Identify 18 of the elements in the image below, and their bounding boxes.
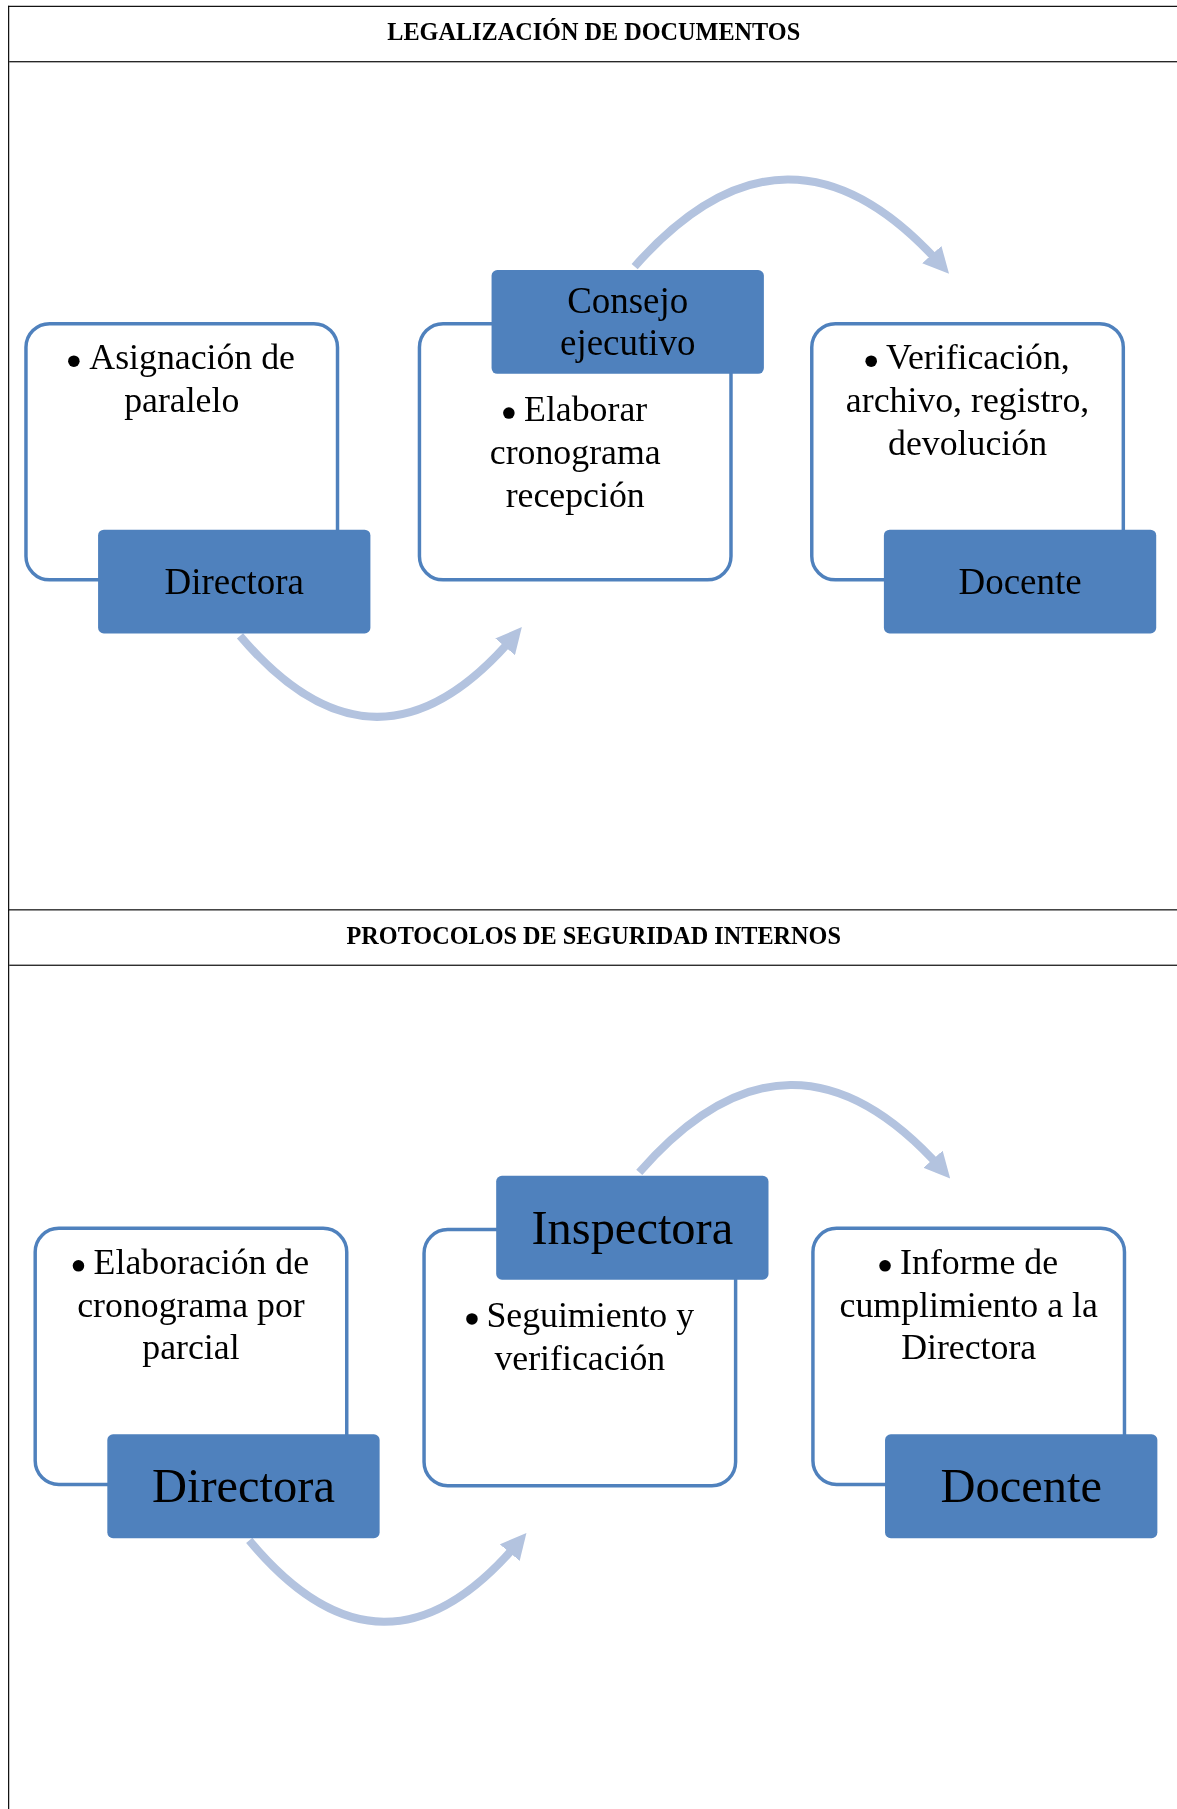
bullet-text: Elaborar cronograma recepción <box>488 387 662 517</box>
section-heading: PROTOCOLOS DE SEGURIDAD INTERNOS <box>345 921 842 951</box>
bullet-text: Asignación de paralelo <box>40 335 324 422</box>
role-label: Docente <box>885 1434 1158 1539</box>
section-heading: LEGALIZACIÓN DE DOCUMENTOS <box>386 18 802 48</box>
bullet-text: Verificación, archivo, registro, devolución <box>844 335 1091 465</box>
bullet-text: Seguimiento y verificación <box>438 1293 722 1380</box>
curved-arrow <box>237 627 523 721</box>
bullet-text: Informe de cumplimiento a la Directora <box>838 1240 1099 1370</box>
curved-arrow <box>636 1081 951 1179</box>
role-label: Inspectora <box>496 1175 769 1280</box>
curved-arrow <box>246 1533 527 1626</box>
role-label: Directora <box>107 1434 380 1539</box>
role-label: Docente <box>883 529 1157 634</box>
role-label: Directora <box>98 529 371 634</box>
role-label: Consejo ejecutivo <box>491 270 764 374</box>
curved-arrow <box>631 175 950 274</box>
bullet-text: Elaboración de cronograma por parcial <box>49 1240 333 1370</box>
